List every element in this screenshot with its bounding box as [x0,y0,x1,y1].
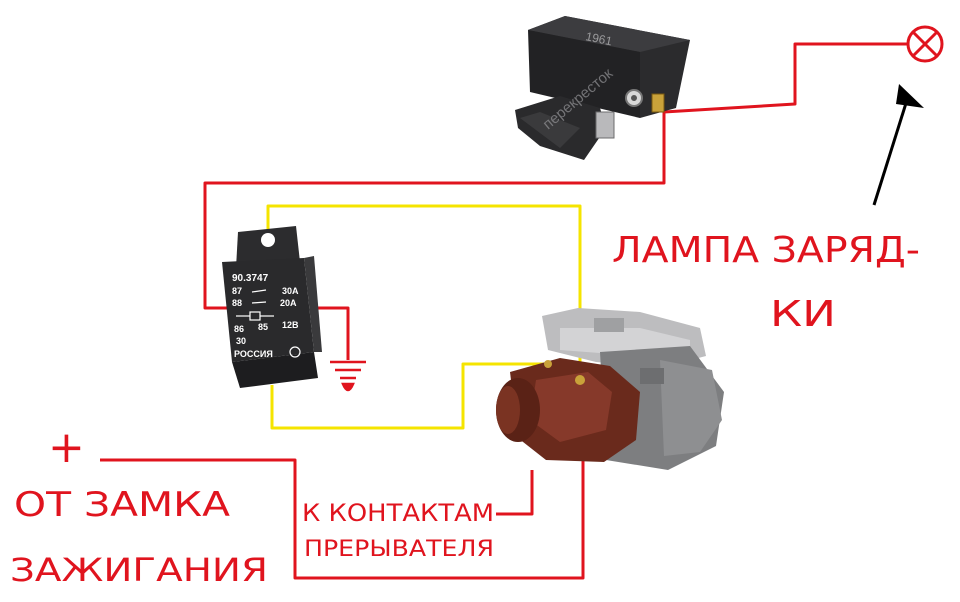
wire-ignition-to-distributor [100,382,585,580]
yellow-wires [266,204,582,430]
regulator-marking: 1961 [584,29,613,48]
wire-relay-to-distributor-bottom [270,362,548,430]
arrow-to-lamp-icon [872,84,924,206]
wire-regulator-to-relay [203,112,666,310]
relay-coil-symbol-icon [236,289,274,321]
relay-rating-30a: 30А [282,286,299,296]
charge-lamp-icon [906,25,944,63]
ground-symbol [330,360,366,392]
wire-relay-to-ground [312,306,350,360]
lamp-label-line2: КИ [770,294,836,335]
relay-pin-88: 88 [232,298,242,308]
lamp-label-line1: ЛАМПА ЗАРЯД- [612,230,920,271]
relay-pin-86: 86 [234,324,244,334]
relay-voltage: 12В [282,320,299,330]
ignition-distributor [496,308,724,470]
relay-country: РОССИЯ [234,349,273,359]
relay-90-3747: 90.3747 87 30А 88 20А 86 85 12В 30 РОССИ… [222,226,322,388]
relay-rating-20a: 20А [280,298,297,308]
relay-pin-87: 87 [232,286,242,296]
ignition-plus-label: + [48,422,85,473]
wire-relay-to-distributor-top [266,204,582,378]
wire-lamp-to-regulator [663,42,908,114]
contacts-label-line1: К КОНТАКТАМ [302,499,494,527]
relay-pin-85: 85 [258,322,268,332]
voltage-regulator: 1961 перекресток [515,16,690,160]
red-wires [100,42,908,580]
relay-pin-30: 30 [236,336,246,346]
contacts-label-line2: ПРЕРЫВАТЕЛЯ [304,537,494,562]
relay-brand-icon [289,346,301,358]
ignition-label-line1: ОТ ЗАМКА [14,485,230,525]
wire-breaker-contacts [496,470,534,516]
relay-model: 90.3747 [232,273,269,284]
ignition-label-line2: ЗАЖИГАНИЯ [10,551,268,589]
